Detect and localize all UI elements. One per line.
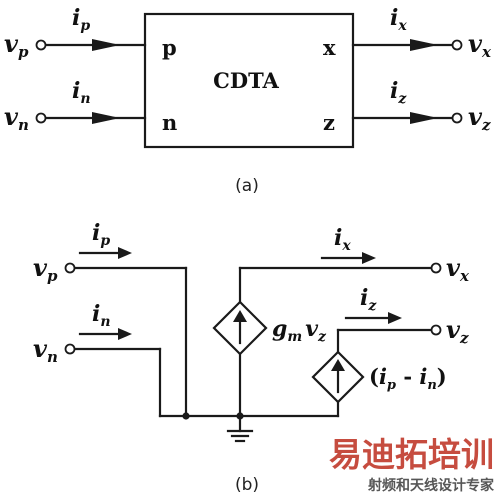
label-iz-b: iz — [360, 285, 377, 314]
label-vn: vn — [4, 102, 29, 134]
terminal-vz — [451, 112, 463, 124]
label-vx: vx — [468, 29, 492, 61]
cdta-block-label: CDTA — [213, 68, 279, 93]
terminal-vp — [35, 39, 47, 51]
terminal-vp-b — [64, 262, 76, 274]
terminal-vx-b — [430, 262, 442, 274]
terminal-vx — [451, 39, 463, 51]
arrow-iz-b-head — [388, 312, 402, 324]
label-ip-minus-in: (ip - in) — [369, 364, 447, 393]
label-vx-b: vx — [446, 253, 470, 285]
arrow-in-b-head — [118, 328, 132, 340]
arrow-iz — [410, 112, 438, 124]
port-z-label: z — [323, 110, 335, 135]
port-p-label: p — [162, 35, 177, 60]
label-vn-b: vn — [33, 334, 58, 366]
label-in-b: in — [92, 301, 111, 330]
caption-a: (a) — [235, 176, 259, 196]
cdta-block — [143, 12, 355, 149]
label-ip-b: ip — [92, 220, 110, 249]
label-vz-b: vz — [446, 315, 469, 347]
terminal-vn-b — [64, 343, 76, 355]
arrow-ip-b-head — [118, 247, 132, 259]
caption-b: (b) — [235, 475, 259, 495]
arrow-in — [92, 112, 120, 124]
source2-arrow-head — [331, 359, 345, 371]
arrow-ip — [92, 39, 120, 51]
terminal-vn — [35, 112, 47, 124]
arrow-ix — [410, 39, 438, 51]
label-vp: vp — [4, 29, 29, 61]
watermark-title: 易迪拓培训 — [329, 435, 494, 474]
port-n-label: n — [162, 110, 177, 135]
watermark-subtitle: 射频和天线设计专家 — [367, 477, 495, 494]
watermark: 易迪拓培训 射频和天线设计专家 — [329, 435, 495, 494]
source1-arrow-head — [233, 310, 247, 322]
junction-p — [182, 412, 190, 420]
label-ix: ix — [390, 5, 407, 34]
label-in: in — [72, 78, 91, 107]
diagram-a: CDTA p n x z vp vn vx vz ip in ix iz (a) — [4, 5, 492, 196]
port-x-label: x — [323, 35, 336, 60]
label-vz: vz — [468, 102, 491, 134]
label-ip: ip — [72, 5, 90, 34]
label-ix-b: ix — [334, 225, 351, 254]
terminal-vz-b — [430, 324, 442, 336]
label-vp-b: vp — [33, 253, 58, 285]
arrow-ix-b-head — [362, 252, 376, 264]
label-iz: iz — [390, 78, 407, 107]
